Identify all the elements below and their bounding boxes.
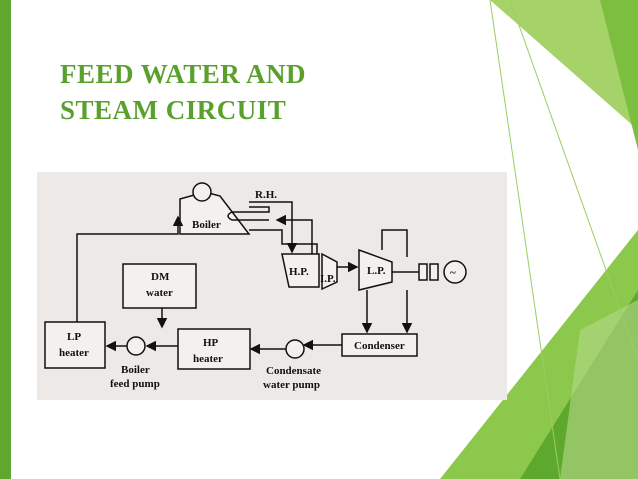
deco-line-2 (509, 0, 638, 361)
title-line-1: FEED WATER AND (60, 59, 307, 89)
generator-icon (443, 260, 467, 284)
reheater-coil (227, 206, 270, 221)
condensate-pump-label-2: water pump (263, 379, 320, 391)
title-line-2: STEAM CIRCUIT (60, 95, 287, 125)
boiler-drum-icon (192, 182, 212, 202)
bottom-right-light-triangle (560, 300, 638, 479)
hp-turbine-label: H.P. (289, 266, 309, 278)
generator-label: ~ (450, 267, 456, 279)
feed-to-boiler-line (76, 215, 184, 322)
coupling-2 (429, 263, 439, 281)
ip-turbine-label: I.P. (320, 273, 336, 285)
hp-heater-box (177, 328, 251, 370)
lp-heater-label-1: LP (67, 331, 81, 343)
lp-heater-label-2: heater (59, 347, 89, 359)
lp-crossover-top (381, 229, 408, 257)
boiler-label: Boiler (192, 219, 221, 231)
hp-heater-label-1: HP (203, 337, 219, 349)
feed-pump-label-1: Boiler (121, 364, 150, 376)
lp-heater-box (44, 321, 106, 369)
condensate-pump-label-1: Condensate (266, 365, 321, 377)
lp-turbine-shape (358, 248, 393, 291)
left-accent-bar (0, 0, 11, 479)
feed-pump-label-2: feed pump (110, 378, 160, 390)
reheat-steam-line (249, 229, 318, 262)
condensate-pump-icon (285, 339, 305, 359)
lp-turbine-label: L.P. (367, 265, 386, 277)
hp-turbine (281, 253, 320, 288)
dm-water-label-2: water (146, 287, 173, 299)
dm-water-box (122, 263, 197, 309)
coupling (418, 263, 428, 281)
ip-turbine-shape (321, 252, 338, 291)
dm-water-label-1: DM (151, 271, 170, 283)
reheater-label: R.H. (255, 189, 277, 201)
condenser-label: Condenser (354, 340, 405, 352)
scanned-diagram: R.H. Boiler H.P. I.P. L.P. ~ DM water LP… (37, 172, 507, 400)
slide-title: FEED WATER AND STEAM CIRCUIT (60, 56, 306, 128)
feed-pump-icon (126, 336, 146, 356)
deco-line-1 (489, 0, 561, 479)
circuit-diagram: R.H. Boiler H.P. I.P. L.P. ~ DM water LP… (44, 182, 467, 391)
top-right-dark-triangle (600, 0, 638, 150)
top-right-triangle (490, 0, 638, 130)
main-steam-line (249, 201, 298, 254)
hp-heater-label-2: heater (193, 353, 223, 365)
